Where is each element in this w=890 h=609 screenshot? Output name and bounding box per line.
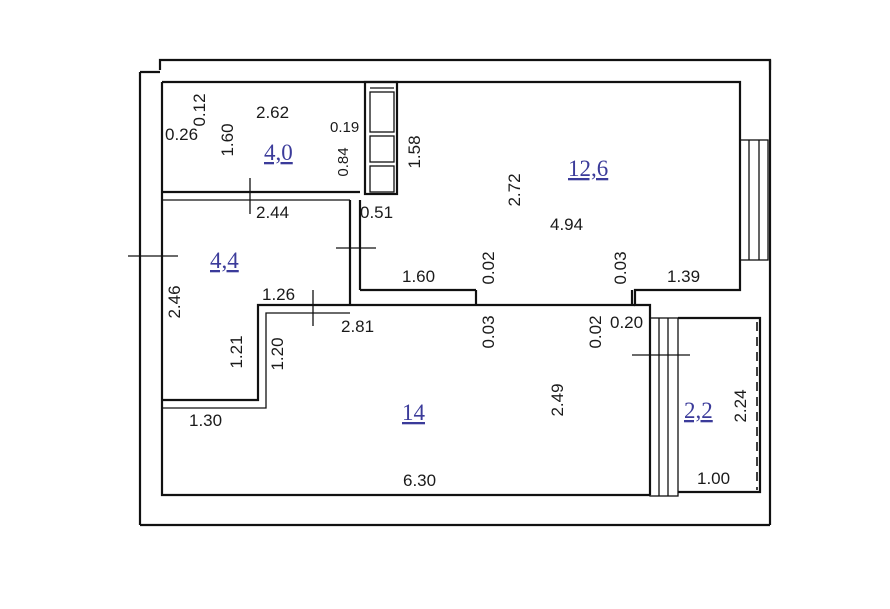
room-area-labels: 4,0 4,4 12,6 14 2,2 bbox=[210, 140, 713, 425]
dim-2-24: 2.24 bbox=[731, 389, 750, 422]
dim-1-60-vertical: 1.60 bbox=[218, 123, 237, 156]
dim-2-81: 2.81 bbox=[341, 317, 374, 336]
area-room-lower: 14 bbox=[402, 400, 426, 425]
dim-2-62: 2.62 bbox=[256, 103, 289, 122]
area-room-upper-left: 4,0 bbox=[264, 140, 293, 165]
dim-2-72: 2.72 bbox=[505, 173, 524, 206]
area-balcony: 2,2 bbox=[684, 398, 713, 423]
dim-2-46: 2.46 bbox=[165, 285, 184, 318]
dim-1-58: 1.58 bbox=[405, 135, 424, 168]
dim-1-00: 1.00 bbox=[697, 469, 730, 488]
dim-1-21: 1.21 bbox=[227, 335, 246, 368]
ventilation-shaft bbox=[363, 80, 399, 196]
dim-1-30: 1.30 bbox=[189, 411, 222, 430]
dim-1-60-corridor: 1.60 bbox=[402, 267, 435, 286]
dim-0-19: 0.19 bbox=[330, 119, 359, 136]
area-room-left: 4,4 bbox=[210, 248, 239, 273]
dim-1-20: 1.20 bbox=[268, 337, 287, 370]
dim-2-49: 2.49 bbox=[548, 383, 567, 416]
dim-0-02-lower: 0.02 bbox=[586, 315, 605, 348]
dim-1-26: 1.26 bbox=[262, 285, 295, 304]
dimension-labels: 0.12 0.26 1.60 2.62 0.19 0.84 1.58 2.72 … bbox=[165, 93, 750, 490]
opening-markers bbox=[128, 178, 376, 326]
dim-0-26: 0.26 bbox=[165, 125, 198, 144]
dim-0-84: 0.84 bbox=[335, 147, 352, 176]
dim-4-94: 4.94 bbox=[550, 215, 583, 234]
dim-0-02-upper: 0.02 bbox=[479, 251, 498, 284]
dim-0-03-lower: 0.03 bbox=[479, 315, 498, 348]
inner-walls bbox=[160, 80, 742, 497]
dim-0-03-upper: 0.03 bbox=[611, 251, 630, 284]
dim-0-51: 0.51 bbox=[360, 203, 393, 222]
window-main-room bbox=[739, 139, 769, 261]
balcony-door bbox=[632, 317, 690, 497]
dim-1-39: 1.39 bbox=[667, 267, 700, 286]
dim-2-44: 2.44 bbox=[256, 203, 289, 222]
area-room-main: 12,6 bbox=[568, 156, 608, 181]
dim-6-30: 6.30 bbox=[403, 471, 436, 490]
dim-0-12: 0.12 bbox=[190, 93, 209, 126]
outer-walls bbox=[138, 58, 772, 527]
dim-0-20: 0.20 bbox=[610, 313, 643, 332]
balcony-outline bbox=[678, 316, 762, 494]
